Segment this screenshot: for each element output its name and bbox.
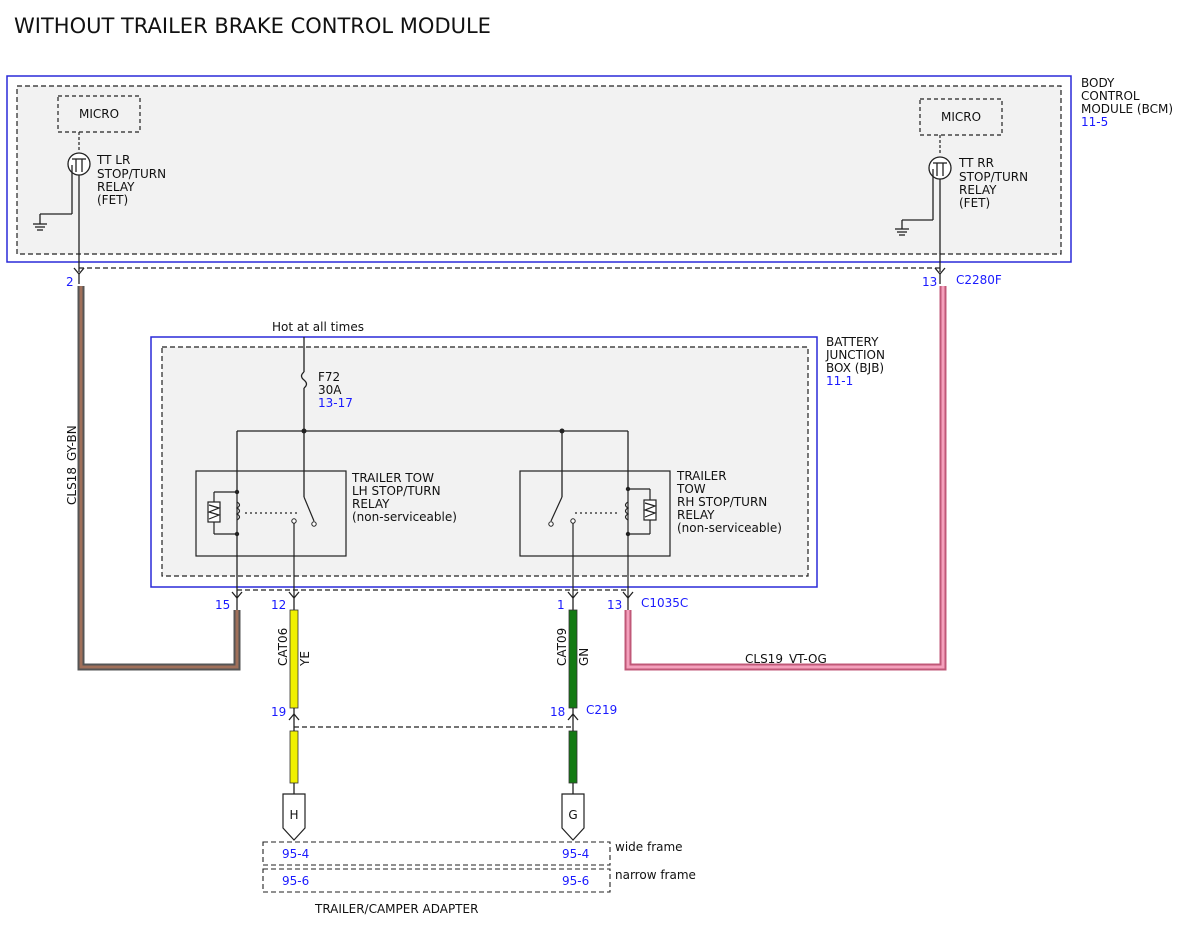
fuse-ref: 13-17 — [318, 396, 353, 410]
c2280f-terminals — [73, 267, 946, 284]
fuse-rating: 30A — [318, 383, 342, 397]
fet-left-label: TT LR STOP/TURN RELAY (FET) — [96, 153, 170, 207]
lh-relay-contacts — [291, 518, 317, 527]
micro-left-label: MICRO — [79, 107, 119, 121]
narrow-frame-ref-right: 95-6 — [562, 874, 589, 888]
wide-frame-ref-left: 95-4 — [282, 847, 309, 861]
wire-cls18 — [77, 286, 241, 671]
rh-relay-dots — [625, 486, 631, 537]
rh-relay-contacts — [548, 518, 576, 527]
cls18-label: CLS18GY-BN — [65, 425, 79, 505]
rh-relay-coil — [550, 488, 657, 598]
c219-pin-18: 18 — [550, 705, 565, 719]
rh-relay-box — [519, 470, 671, 557]
c2280f-label: C2280F — [956, 273, 1002, 287]
wide-frame-box — [262, 841, 611, 866]
wire-cls19 — [624, 286, 947, 671]
wide-frame-label: wide frame — [615, 840, 683, 854]
terminal-h-label: H — [289, 808, 298, 822]
c1035c-terminals — [231, 534, 634, 610]
bjb-ref: 11-1 — [826, 374, 853, 388]
wire-cat09 — [568, 609, 578, 784]
bjb-pin-15: 15 — [215, 598, 230, 612]
lh-relay-coil — [207, 491, 315, 598]
c219-pin-19: 19 — [271, 705, 286, 719]
bjb-name: BATTERY JUNCTION BOX (BJB) — [825, 335, 889, 375]
micro-right-label: MICRO — [941, 110, 981, 124]
cat06-label: CAT06 — [276, 628, 290, 666]
c1035c-label: C1035C — [641, 596, 688, 610]
bcm-pin-right: 13 — [922, 275, 937, 289]
bjb-pin-1: 1 — [557, 598, 565, 612]
terminal-g — [561, 783, 585, 841]
narrow-frame-box — [262, 868, 611, 893]
fet-right-symbol — [895, 156, 952, 272]
fet-left-symbol — [33, 152, 91, 272]
narrow-frame-ref-left: 95-6 — [282, 874, 309, 888]
adapter-name: TRAILER/CAMPER ADAPTER — [314, 902, 478, 916]
rh-relay-label: TRAILER TOW RH STOP/TURN RELAY (non-serv… — [676, 469, 782, 535]
narrow-frame-label: narrow frame — [615, 868, 696, 882]
lh-relay-box — [195, 470, 347, 557]
micro-left-box — [57, 95, 141, 133]
bcm-name: BODY CONTROL MODULE (BCM) — [1081, 76, 1173, 116]
cat09-label: CAT09 — [555, 628, 569, 666]
bjb-pin-13: 13 — [607, 598, 622, 612]
fet-right-label: TT RR STOP/TURN RELAY (FET) — [958, 156, 1032, 210]
bjb-module — [150, 336, 818, 588]
bus-node-rh — [559, 428, 565, 434]
diagram-title: WITHOUT TRAILER BRAKE CONTROL MODULE — [14, 14, 491, 38]
fuse-f72-symbol — [300, 337, 308, 431]
bus-node-fuse — [301, 428, 307, 434]
terminal-h — [282, 783, 306, 841]
cat06-color: YE — [298, 651, 312, 667]
lh-relay-label: TRAILER TOW LH STOP/TURN RELAY (non-serv… — [351, 471, 457, 524]
wire-cat06 — [289, 609, 299, 784]
bcm-pin-left: 2 — [66, 275, 74, 289]
terminal-g-label: G — [568, 808, 577, 822]
micro-right-box — [919, 98, 1003, 136]
wide-frame-ref-right: 95-4 — [562, 847, 589, 861]
fuse-name: F72 — [318, 370, 340, 384]
bjb-pin-12: 12 — [271, 598, 286, 612]
bcm-module — [6, 75, 1072, 263]
bcm-ref: 11-5 — [1081, 115, 1108, 129]
c219-terminals — [288, 708, 579, 731]
c219-label: C219 — [586, 703, 617, 717]
cat09-color: GN — [577, 648, 591, 666]
hot-at-all-times-label: Hot at all times — [272, 320, 364, 334]
